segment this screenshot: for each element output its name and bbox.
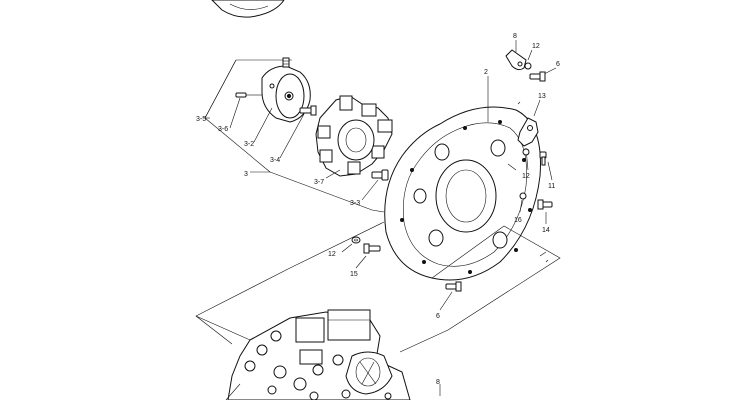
label-3-4: 3-4 — [270, 157, 280, 164]
coupling-hub — [261, 57, 311, 123]
washer-12-top — [524, 62, 532, 70]
bolt-6-lower — [445, 281, 462, 292]
bolt-14 — [537, 199, 553, 210]
label-13: 13 — [538, 93, 546, 100]
label-8-bottom: 8 — [436, 379, 440, 386]
label-2: 2 — [484, 69, 488, 76]
top-partial-part — [211, 0, 285, 18]
leader-lines — [204, 40, 557, 396]
bolt-11 — [539, 151, 547, 166]
pump-frame-lines — [195, 163, 561, 353]
label-8: 8 — [513, 33, 517, 40]
label-3-3: 3-3 — [350, 200, 360, 207]
label-12-mid: 12 — [522, 173, 530, 180]
label-3-5: 3-5 — [196, 116, 206, 123]
hydraulic-pump — [225, 309, 411, 400]
label-15: 15 — [350, 271, 358, 278]
label-12-lower: 12 — [328, 251, 336, 258]
bracket-clip — [505, 49, 527, 71]
flywheel-plate — [384, 106, 541, 281]
bolt-6-top — [529, 71, 546, 82]
label-3-7: 3-7 — [314, 179, 324, 186]
set-screw — [235, 92, 262, 98]
label-3-2: 3-2 — [244, 141, 254, 148]
label-12-top: 12 — [532, 43, 540, 50]
washer-12-lower — [351, 236, 361, 244]
label-6-top: 6 — [556, 61, 560, 68]
label-16: 16 — [514, 217, 522, 224]
label-6-lower: 6 — [436, 313, 440, 320]
reference-ticks — [517, 101, 549, 263]
label-11: 11 — [548, 183, 555, 190]
part-number-labels: 3-5 3-6 3-2 3-4 3 3-7 3-3 2 8 12 6 13 12… — [196, 33, 560, 386]
label-3: 3 — [244, 171, 248, 178]
bolt-15 — [363, 243, 381, 254]
label-3-6: 3-6 — [218, 126, 228, 133]
rubber-coupling — [315, 95, 393, 181]
hub-bolt — [299, 105, 317, 116]
assembly-bracket-lines — [204, 59, 373, 211]
clamp-13 — [517, 117, 539, 147]
label-14: 14 — [542, 227, 550, 234]
washer-12-mid — [522, 148, 530, 156]
washer-16 — [519, 192, 527, 200]
